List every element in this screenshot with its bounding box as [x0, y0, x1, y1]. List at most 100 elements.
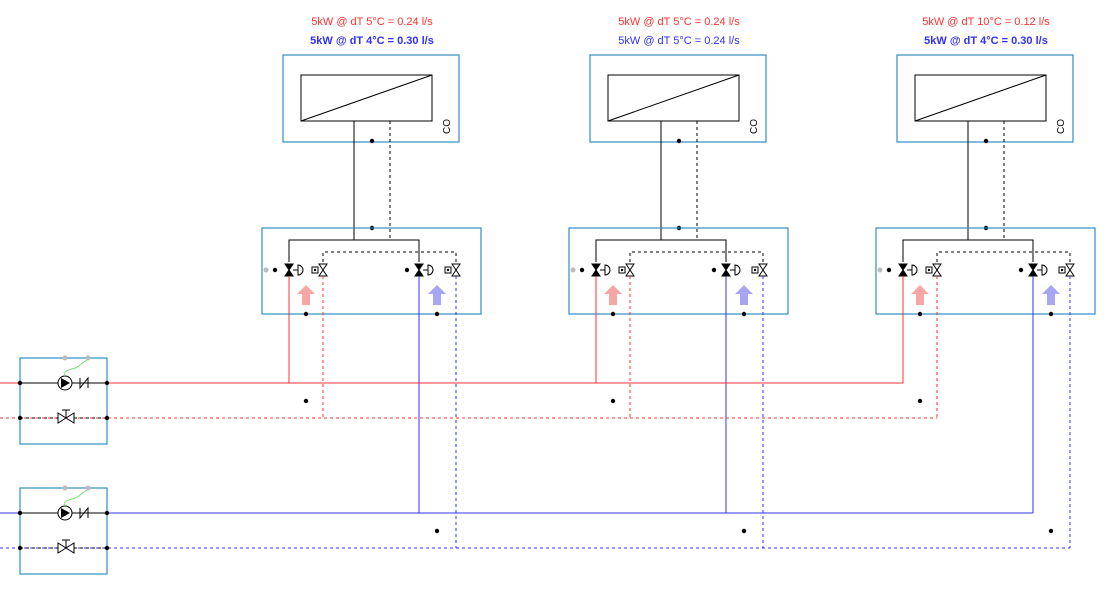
return-header [629, 251, 764, 262]
flow-header [595, 239, 727, 262]
flow-header [288, 239, 420, 262]
grey-port [877, 267, 883, 273]
heating-return-valve [318, 263, 328, 277]
heating-sensor [925, 266, 933, 274]
port-dot [104, 545, 110, 551]
check-valve-icon [79, 376, 89, 390]
heating-flow-label: 5kW @ dT 5°C = 0.24 l/s [311, 16, 433, 28]
grey-port [263, 267, 269, 273]
grey-port [570, 267, 576, 273]
junction-dot [741, 311, 747, 317]
cooling-return-valve [1065, 263, 1075, 277]
cooling-flow-valve [414, 263, 424, 277]
cooling-direction-arrow [735, 285, 753, 305]
cooling-flow-label: 5kW @ dT 5°C = 0.24 l/s [618, 35, 740, 47]
valve-port-dot [1018, 267, 1024, 273]
cooling-valve-actuator [1037, 264, 1048, 276]
main-pipework [0, 276, 1070, 549]
junction-dot [917, 398, 923, 404]
heating-return-valve [932, 263, 942, 277]
cooling-flow-valve [1028, 263, 1038, 277]
grey-port [85, 485, 91, 491]
junction-dot [1048, 528, 1054, 534]
balancing-valve-icon [57, 409, 75, 424]
return-header [322, 251, 457, 262]
valve-port-dot [579, 267, 585, 273]
valve-box [568, 227, 789, 315]
port-dot [17, 415, 23, 421]
cooling-valve-actuator [730, 264, 741, 276]
return-header [936, 251, 1071, 262]
cooling-flow-valve [721, 263, 731, 277]
heating-direction-arrow [297, 285, 315, 305]
heating-return-valve [625, 263, 635, 277]
valve-port-dot [886, 267, 892, 273]
junction-dot [434, 528, 440, 534]
cooling-sensor [444, 266, 452, 274]
cooling-direction-arrow [428, 285, 446, 305]
cooling-return-valve [451, 263, 461, 277]
unit-tag: CO [749, 119, 760, 134]
balancing-valve-icon [57, 539, 75, 554]
port-dot [104, 510, 110, 516]
valve-port-dot [404, 267, 410, 273]
heating-flow-valve [591, 263, 601, 277]
port-dot [17, 510, 23, 516]
cooling-sensor [751, 266, 759, 274]
valve-box [261, 227, 482, 315]
coil-diagonal [300, 74, 433, 122]
junction-dot [610, 398, 616, 404]
heating-flow-valve [284, 263, 294, 277]
pump-station-box [19, 487, 108, 575]
junction-dot [369, 138, 375, 144]
port-dot [17, 545, 23, 551]
valve-port-dot [272, 267, 278, 273]
cooling-pump-station [0, 485, 110, 575]
port-dot [104, 380, 110, 386]
unit-tag: CO [1056, 119, 1067, 134]
cooling-valve-actuator [423, 264, 434, 276]
coil-diagonal [607, 74, 740, 122]
junction-dot [303, 398, 309, 404]
heating-valve-actuator [600, 264, 611, 276]
fan-coil-unit-3: 5kW @ dT 10°C = 0.12 l/s 5kW @ dT 4°C = 0… [875, 16, 1096, 548]
cooling-direction-arrow [1042, 285, 1060, 305]
junction-dot [983, 138, 989, 144]
fan-coil-unit-2: 5kW @ dT 5°C = 0.24 l/s 5kW @ dT 5°C = 0.… [568, 16, 789, 548]
valve-box [875, 227, 1096, 315]
junction-dot [303, 311, 309, 317]
heating-direction-arrow [604, 285, 622, 305]
heating-sensor [311, 266, 319, 274]
junction-dot [610, 311, 616, 317]
grey-port [62, 355, 68, 361]
port-dot [104, 415, 110, 421]
heating-sensor [618, 266, 626, 274]
grey-port [85, 355, 91, 361]
heating-flow-valve [898, 263, 908, 277]
heating-flow-label: 5kW @ dT 5°C = 0.24 l/s [618, 16, 740, 28]
junction-dot [434, 311, 440, 317]
junction-dot [1048, 311, 1054, 317]
cooling-flow-label: 5kW @ dT 4°C = 0.30 l/s [310, 35, 434, 47]
heating-pump-station [0, 355, 110, 445]
fan-coil-unit-1: 5kW @ dT 5°C = 0.24 l/s 5kW @ dT 4°C = 0.… [261, 16, 482, 548]
coil-diagonal [914, 74, 1047, 122]
valve-port-dot [711, 267, 717, 273]
flow-header [902, 239, 1034, 262]
heating-flow-label: 5kW @ dT 10°C = 0.12 l/s [922, 16, 1050, 28]
cooling-sensor [1058, 266, 1066, 274]
grey-port [62, 485, 68, 491]
cooling-return-valve [758, 263, 768, 277]
unit-tag: CO [442, 119, 453, 134]
heating-valve-actuator [907, 264, 918, 276]
heating-direction-arrow [911, 285, 929, 305]
port-dot [17, 380, 23, 386]
heating-valve-actuator [293, 264, 304, 276]
junction-dot [917, 311, 923, 317]
junction-dot [741, 528, 747, 534]
junction-dot [676, 138, 682, 144]
cooling-flow-label: 5kW @ dT 4°C = 0.30 l/s [924, 35, 1048, 47]
pump-station-box [19, 357, 108, 445]
check-valve-icon [79, 506, 89, 520]
